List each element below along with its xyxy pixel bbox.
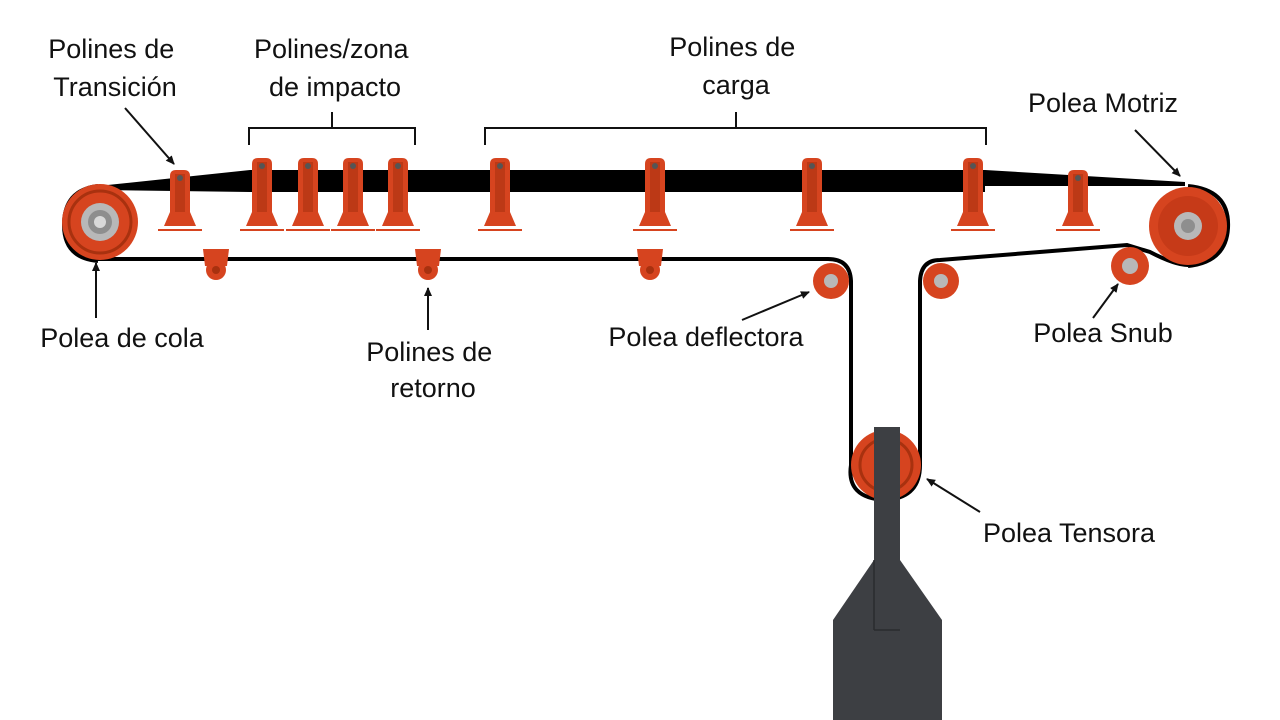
carry-idlers-label: Polines de carga bbox=[669, 32, 803, 100]
carry-idlers-bracket bbox=[484, 112, 987, 145]
carry-idler-3 bbox=[790, 158, 834, 231]
tail-pulley-label: Polea de cola bbox=[40, 323, 205, 353]
return-idler-1 bbox=[203, 249, 229, 280]
bend-pulley-label: Polea deflectora bbox=[608, 322, 804, 352]
carrying-idlers bbox=[158, 158, 1100, 231]
impact-idlers-label: Polines/zona de impacto bbox=[254, 34, 416, 102]
bend-pulley-left bbox=[813, 263, 849, 299]
impact-idler-3 bbox=[331, 158, 375, 231]
take-up-pulley-label: Polea Tensora bbox=[983, 518, 1156, 548]
tail-pulley bbox=[62, 184, 138, 260]
take-up-arrow bbox=[926, 478, 981, 513]
carry-idler-2 bbox=[633, 158, 677, 231]
transition-idlers-label: Polines de Transición bbox=[48, 34, 182, 102]
impact-idlers-bracket bbox=[248, 112, 416, 145]
impact-idler-4 bbox=[376, 158, 420, 231]
transition-arrow bbox=[124, 107, 175, 165]
take-up-pulley bbox=[851, 427, 921, 503]
return-idlers-label: Polines de retorno bbox=[366, 337, 500, 403]
transition-idler bbox=[158, 170, 202, 231]
carry-idler-1 bbox=[478, 158, 522, 231]
drive-pulley-label: Polea Motriz bbox=[1028, 88, 1178, 118]
conveyor-belt bbox=[61, 170, 1231, 503]
bend-arrow bbox=[741, 291, 810, 321]
drive-arrow bbox=[1134, 129, 1181, 177]
snub-arrow bbox=[1092, 283, 1119, 319]
return-idlers bbox=[203, 249, 663, 280]
transition-idler-right bbox=[1056, 170, 1100, 231]
return-idler-2 bbox=[415, 249, 441, 280]
return-idler-3 bbox=[637, 249, 663, 280]
snub-pulley bbox=[1111, 247, 1149, 285]
snub-pulley-label: Polea Snub bbox=[1033, 318, 1173, 348]
drive-pulley bbox=[1149, 187, 1227, 265]
impact-idler-2 bbox=[286, 158, 330, 231]
bend-pulley-right bbox=[923, 263, 959, 299]
impact-idler-1 bbox=[240, 158, 284, 231]
carry-idler-4 bbox=[951, 158, 995, 231]
